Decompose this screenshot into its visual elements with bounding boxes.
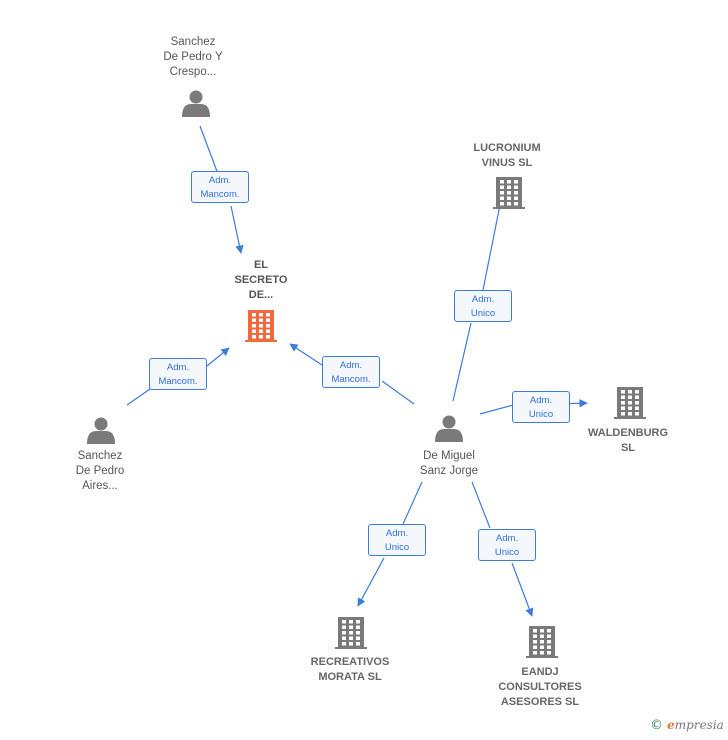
edge-arrow-de_miguel-recreativos (357, 557, 385, 607)
edge-label-sanchez_aires-center[interactable]: Adm. Mancom. (149, 358, 207, 390)
edge-line-de_miguel-lucronium (452, 322, 472, 402)
edge-arrow-de_miguel-eandj (511, 562, 534, 617)
person-icon-sanchez_crespo[interactable] (182, 90, 210, 118)
edge-line-sanchez_aires-center (126, 388, 151, 406)
edge-line-de_miguel-center (381, 380, 415, 405)
node-label-line: RECREATIVOS (310, 656, 390, 668)
node-label-line: Aires... (82, 480, 118, 492)
edge-label-line: Mancom. (158, 376, 198, 387)
node-label-line: MORATA SL (318, 671, 382, 683)
edge-label-line: Mancom. (200, 189, 240, 200)
edge-label-line: Adm. (495, 533, 519, 544)
edge-label-de_miguel-center[interactable]: Adm. Mancom. (322, 356, 380, 388)
copyright-symbol: © (650, 718, 663, 733)
edge-label-line: Adm. (385, 528, 409, 539)
edge-label-line: Adm. (208, 175, 232, 186)
node-label-line: De Miguel (423, 450, 475, 462)
node-label-line: Sanz Jorge (419, 465, 479, 477)
node-label-line: EL (253, 259, 269, 271)
node-label-line: VINUS SL (481, 157, 533, 169)
node-label-line: ASESORES SL (500, 696, 580, 708)
node-label-line: DE... (248, 289, 274, 301)
edge-line-de_miguel-waldenburg (479, 404, 514, 415)
icons-layer (87, 90, 646, 658)
edge-label-de_miguel-recreativos[interactable]: Adm. Unico (368, 524, 426, 556)
node-label-line: WALDENBURG (587, 427, 669, 439)
person-icon-sanchez_aires[interactable] (87, 417, 115, 445)
edge-label-line: Unico (528, 409, 554, 420)
node-label-line: CONSULTORES (498, 681, 582, 693)
building-icon-recreativos[interactable] (335, 617, 367, 649)
edge-label-sanchez_crespo-center[interactable]: Adm. Mancom. (191, 171, 249, 203)
edge-label-line: Unico (494, 547, 520, 558)
edge-line-sanchez_crespo-center (199, 125, 219, 175)
node-label-sanchez_crespo[interactable]: Sanchez De Pedro Y Crespo... (163, 35, 222, 80)
node-label-lucronium[interactable]: LUCRONIUM VINUS SL (473, 141, 540, 171)
node-label-line: Sanchez (170, 36, 216, 48)
node-label-center[interactable]: EL SECRETO DE... (235, 258, 288, 303)
person-icon-de_miguel[interactable] (435, 415, 463, 443)
node-label-eandj[interactable]: EANDJ CONSULTORES ASESORES SL (498, 665, 581, 710)
brand-logo[interactable]: empresia (667, 718, 724, 732)
node-label-line: SL (620, 442, 636, 454)
edge-line-de_miguel-eandj (471, 481, 491, 529)
edge-label-line: Unico (470, 308, 496, 319)
edge-label-line: Adm. (471, 294, 495, 305)
edge-label-line: Unico (384, 542, 410, 553)
node-label-line: De Pedro (75, 465, 125, 477)
building-icon-waldenburg[interactable] (614, 387, 646, 419)
copyright-footer: © empresia (650, 718, 724, 733)
edge-line-de_miguel-recreativos (402, 481, 423, 525)
edge-label-line: Adm. (166, 362, 190, 373)
edge-label-line: Adm. (529, 395, 553, 406)
building-icon-lucronium[interactable] (493, 177, 525, 209)
node-label-line: Sanchez (77, 450, 123, 462)
edge-label-line: Adm. (339, 360, 363, 371)
edge-arrow-de_miguel-center (289, 343, 323, 366)
building-icon-eandj[interactable] (526, 626, 558, 658)
edge-label-de_miguel-lucronium[interactable]: Adm. Unico (454, 290, 512, 322)
node-label-line: EANDJ (521, 666, 559, 678)
building-icon-center[interactable] (245, 310, 277, 342)
node-label-line: SECRETO (234, 274, 288, 286)
node-label-line: LUCRONIUM (473, 142, 541, 154)
edge-arrow-sanchez_aires-center (206, 347, 230, 367)
edges-layer (126, 125, 588, 617)
node-label-waldenburg[interactable]: WALDENBURG SL (588, 426, 668, 456)
node-label-recreativos[interactable]: RECREATIVOS MORATA SL (311, 655, 390, 685)
edge-arrow-sanchez_crespo-center (230, 205, 244, 254)
node-label-line: De Pedro Y (163, 51, 223, 63)
edge-label-de_miguel-eandj[interactable]: Adm. Unico (478, 529, 536, 561)
edge-label-line: Mancom. (331, 374, 371, 385)
node-label-line: Crespo... (169, 66, 217, 78)
edge-label-de_miguel-waldenburg[interactable]: Adm. Unico (512, 391, 570, 423)
